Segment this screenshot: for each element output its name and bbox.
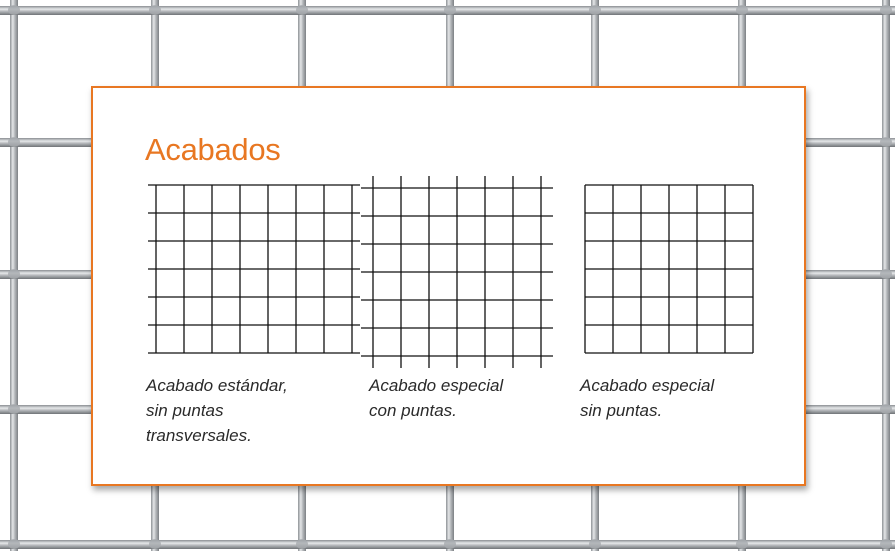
weld-point xyxy=(880,539,892,549)
weld-point xyxy=(736,539,748,549)
caption-line: sin puntas. xyxy=(580,401,663,420)
finishes-panel: Acabados Acabado estándar, sin puntas tr… xyxy=(91,86,806,486)
weld-point xyxy=(444,5,456,15)
special-finish-with-spikes-mesh-diagram xyxy=(361,176,553,368)
weld-point xyxy=(149,5,161,15)
caption-line: Acabado estándar, xyxy=(146,376,288,395)
caption-line: transversales. xyxy=(146,426,252,445)
weld-point xyxy=(444,539,456,549)
weld-point xyxy=(880,137,892,147)
weld-point xyxy=(589,5,601,15)
weld-point xyxy=(736,5,748,15)
weld-point xyxy=(880,404,892,414)
standard-finish-mesh-diagram xyxy=(148,184,360,354)
weld-point xyxy=(8,269,20,279)
weld-point xyxy=(8,137,20,147)
special-finish-without-spikes-mesh-diagram xyxy=(584,184,754,354)
special-without-spikes-caption: Acabado especial sin puntas. xyxy=(580,373,765,423)
caption-line: con puntas. xyxy=(369,401,457,420)
caption-line: Acabado especial xyxy=(580,376,715,395)
weld-point xyxy=(296,5,308,15)
caption-line: sin puntas xyxy=(146,401,224,420)
weld-point xyxy=(880,269,892,279)
weld-point xyxy=(296,539,308,549)
weld-point xyxy=(880,5,892,15)
weld-point xyxy=(589,539,601,549)
caption-line: Acabado especial xyxy=(369,376,504,395)
standard-finish-caption: Acabado estándar, sin puntas transversal… xyxy=(146,373,331,448)
panel-title: Acabados xyxy=(145,132,281,167)
special-with-spikes-caption: Acabado especial con puntas. xyxy=(369,373,554,423)
weld-point xyxy=(149,539,161,549)
weld-point xyxy=(8,404,20,414)
weld-point xyxy=(8,5,20,15)
weld-point xyxy=(8,539,20,549)
